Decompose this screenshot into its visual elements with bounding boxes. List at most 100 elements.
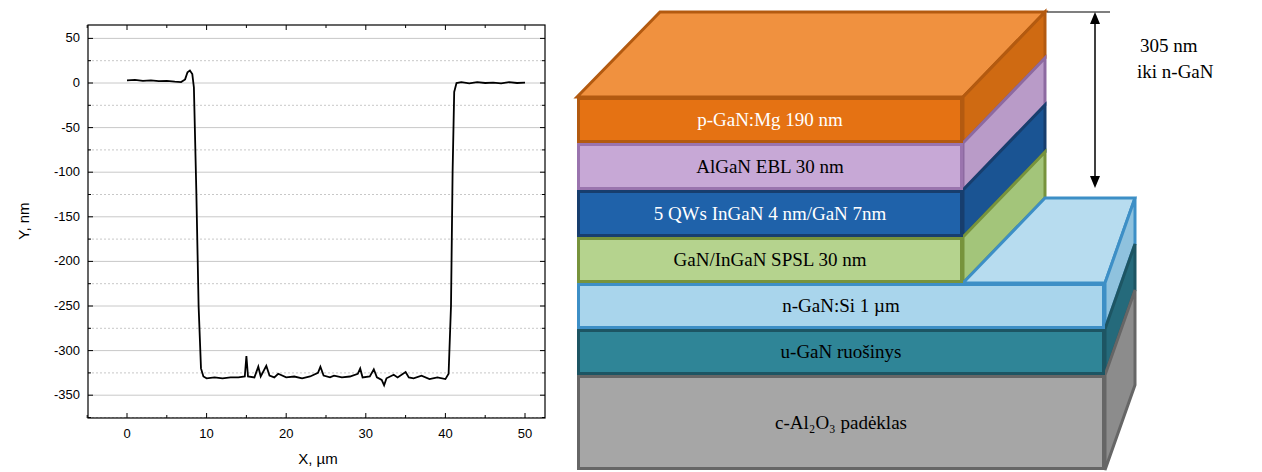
axis-tick-label: -50 xyxy=(61,120,80,136)
tick xyxy=(540,83,545,84)
tick xyxy=(88,38,93,39)
tick xyxy=(326,415,327,418)
tick xyxy=(88,127,93,128)
axis-title: X, µm xyxy=(298,450,337,468)
tick xyxy=(88,372,91,373)
tick xyxy=(540,127,545,128)
plot-frame xyxy=(88,25,545,418)
axis-tick-label: 40 xyxy=(438,426,452,442)
tick xyxy=(542,194,545,195)
axis-title: Y, nm xyxy=(15,202,33,239)
grid-line xyxy=(88,149,545,150)
profile-trace xyxy=(127,71,525,386)
tick xyxy=(445,25,446,30)
layer-box: n-GaN:Si 1 µm xyxy=(577,283,1105,329)
tick xyxy=(88,328,91,329)
tick xyxy=(365,413,366,418)
axis-tick-label: -300 xyxy=(54,343,80,359)
tick xyxy=(88,350,93,351)
arrowhead xyxy=(1090,176,1100,188)
tick xyxy=(87,415,88,418)
tick xyxy=(405,415,406,418)
tick xyxy=(88,283,91,284)
layer-box: 5 QWs InGaN 4 nm/GaN 7nm xyxy=(577,190,963,237)
dimension-extension xyxy=(1047,11,1110,12)
layer-label: p-GaN:Mg 190 nm xyxy=(697,109,843,131)
tick xyxy=(246,25,247,28)
arrowhead xyxy=(1090,12,1100,24)
tick xyxy=(365,25,366,30)
grid-line xyxy=(88,283,545,284)
dimension-line xyxy=(1094,16,1096,184)
grid-line xyxy=(88,38,545,39)
tick xyxy=(542,372,545,373)
tick xyxy=(88,395,93,396)
side-face xyxy=(1105,290,1135,470)
axis-tick-label: 50 xyxy=(66,31,80,47)
tick xyxy=(542,105,545,106)
tick xyxy=(405,25,406,28)
tick xyxy=(88,60,91,61)
tick xyxy=(206,413,207,418)
axis-tick-label: 50 xyxy=(518,426,532,442)
layer-box: AlGaN EBL 30 nm xyxy=(577,143,963,190)
grid-line xyxy=(88,395,545,396)
tick xyxy=(542,239,545,240)
tick xyxy=(206,25,207,30)
profile-chart xyxy=(87,25,545,418)
tick xyxy=(127,413,128,418)
tick xyxy=(540,350,545,351)
grid-line xyxy=(88,306,545,307)
grid-line xyxy=(88,328,545,329)
grid-line xyxy=(88,239,545,240)
layer-label: AlGaN EBL 30 nm xyxy=(696,156,844,178)
tick xyxy=(542,149,545,150)
tick xyxy=(88,306,93,307)
tick xyxy=(166,415,167,418)
dimension-label: iki n-GaN xyxy=(1137,61,1214,84)
layer-label: u-GaN ruošinys xyxy=(781,341,902,363)
tick xyxy=(540,261,545,262)
tick xyxy=(88,216,93,217)
grid-line xyxy=(88,350,545,351)
grid-line xyxy=(88,172,545,173)
tick xyxy=(540,172,545,173)
tick xyxy=(485,415,486,418)
layer-box: GaN/InGaN SPSL 30 nm xyxy=(577,237,963,283)
axis-tick-label: -250 xyxy=(54,298,80,314)
tick xyxy=(88,194,91,195)
tick xyxy=(542,283,545,284)
tick xyxy=(326,25,327,28)
grid-line xyxy=(88,60,545,61)
grid-line xyxy=(88,105,545,106)
tick xyxy=(88,417,91,418)
dimension-label: 305 nm xyxy=(1140,35,1198,58)
grid-line xyxy=(88,194,545,195)
tick xyxy=(540,38,545,39)
tick xyxy=(286,25,287,30)
tick xyxy=(542,60,545,61)
grid-line xyxy=(88,261,545,262)
layer-label: GaN/InGaN SPSL 30 nm xyxy=(674,249,867,271)
axis-tick-label: -150 xyxy=(54,209,80,225)
tick xyxy=(525,25,526,30)
tick xyxy=(166,25,167,28)
layer-label: c-Al₂O₃ padėklas xyxy=(775,412,907,434)
layer-stack-3d xyxy=(577,12,1135,470)
tick xyxy=(540,216,545,217)
axis-tick-label: -200 xyxy=(54,254,80,270)
tick xyxy=(88,149,91,150)
grid-line xyxy=(88,216,545,217)
layer-box: p-GaN:Mg 190 nm xyxy=(577,97,963,143)
axis-tick-label: -100 xyxy=(54,164,80,180)
tick xyxy=(87,25,88,28)
axis-tick-label: -350 xyxy=(54,387,80,403)
tick xyxy=(127,25,128,30)
tick xyxy=(246,415,247,418)
layer-label: 5 QWs InGaN 4 nm/GaN 7nm xyxy=(654,203,887,225)
tick xyxy=(286,413,287,418)
layer-box: u-GaN ruošinys xyxy=(577,329,1105,375)
tick xyxy=(445,413,446,418)
tick xyxy=(540,306,545,307)
